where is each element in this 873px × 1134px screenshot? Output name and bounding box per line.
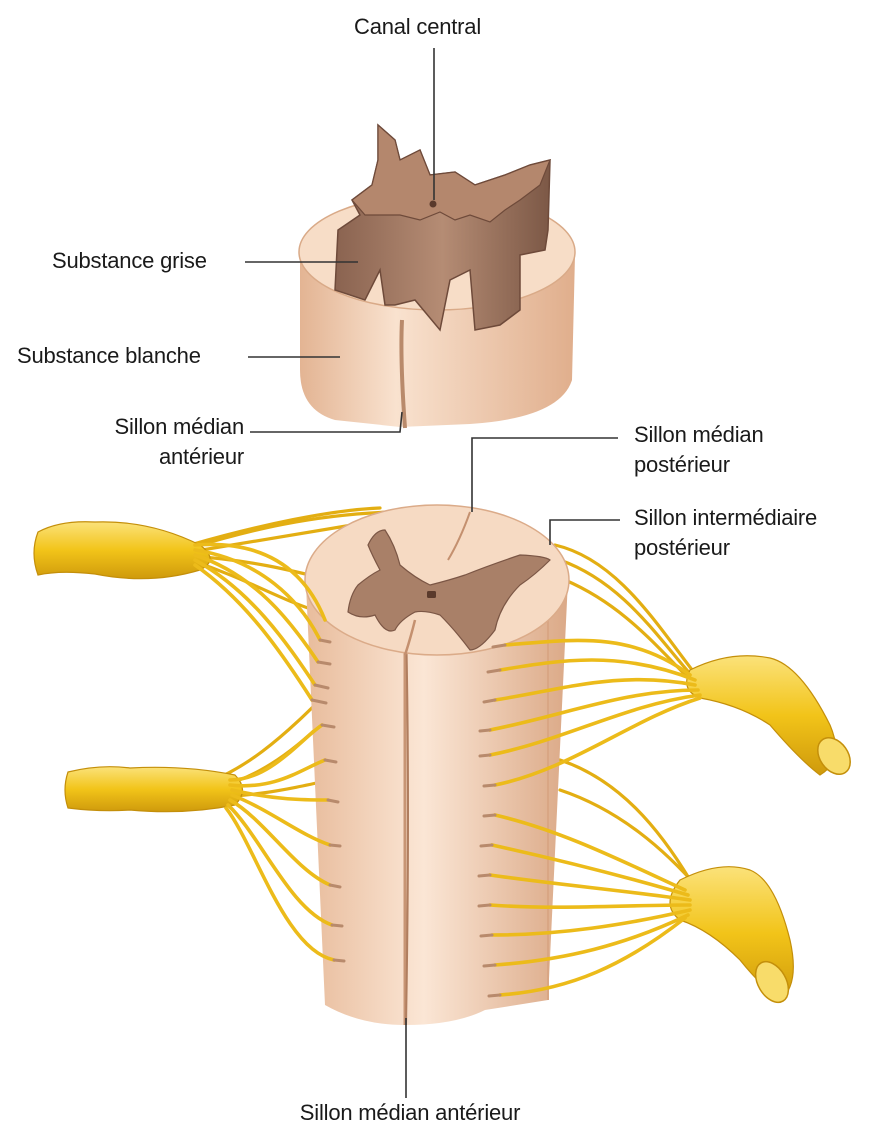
label-substance-blanche: Substance blanche xyxy=(17,341,201,371)
label-sillon-median-posterieur-line1: Sillon médian xyxy=(634,420,763,450)
label-sillon-intermediaire-posterieur-line1: Sillon intermédiaire xyxy=(634,503,817,533)
label-sillon-median-anterieur-top-line1: Sillon médian xyxy=(78,412,244,442)
leader-sillon-intermediaire-posterieur xyxy=(550,520,620,545)
label-sillon-median-anterieur-top: Sillon médian antérieur xyxy=(78,412,244,472)
upper-cord-segment xyxy=(299,125,575,428)
label-substance-grise: Substance grise xyxy=(52,246,207,276)
right-nerves-back xyxy=(555,545,710,890)
upper-left-nerve-trunk xyxy=(34,522,210,579)
central-canal-lower xyxy=(427,591,436,598)
label-sillon-median-posterieur-line2: postérieur xyxy=(634,450,763,480)
label-sillon-intermediaire-posterieur-line2: postérieur xyxy=(634,533,817,563)
lower-left-nerve-trunk xyxy=(65,767,243,812)
label-sillon-median-anterieur-top-line2: antérieur xyxy=(78,442,244,472)
upper-right-nerve-trunk xyxy=(687,656,836,775)
lower-white-matter-top xyxy=(305,505,569,655)
label-sillon-median-anterieur-bottom: Sillon médian antérieur xyxy=(280,1098,540,1128)
canal-central-dot xyxy=(430,201,437,208)
label-canal-central: Canal central xyxy=(354,12,481,42)
lower-cord-segment xyxy=(305,505,569,1025)
leader-sillon-median-posterieur xyxy=(472,438,618,512)
label-sillon-intermediaire-posterieur: Sillon intermédiaire postérieur xyxy=(634,503,817,563)
label-sillon-median-posterieur: Sillon médian postérieur xyxy=(634,420,763,480)
